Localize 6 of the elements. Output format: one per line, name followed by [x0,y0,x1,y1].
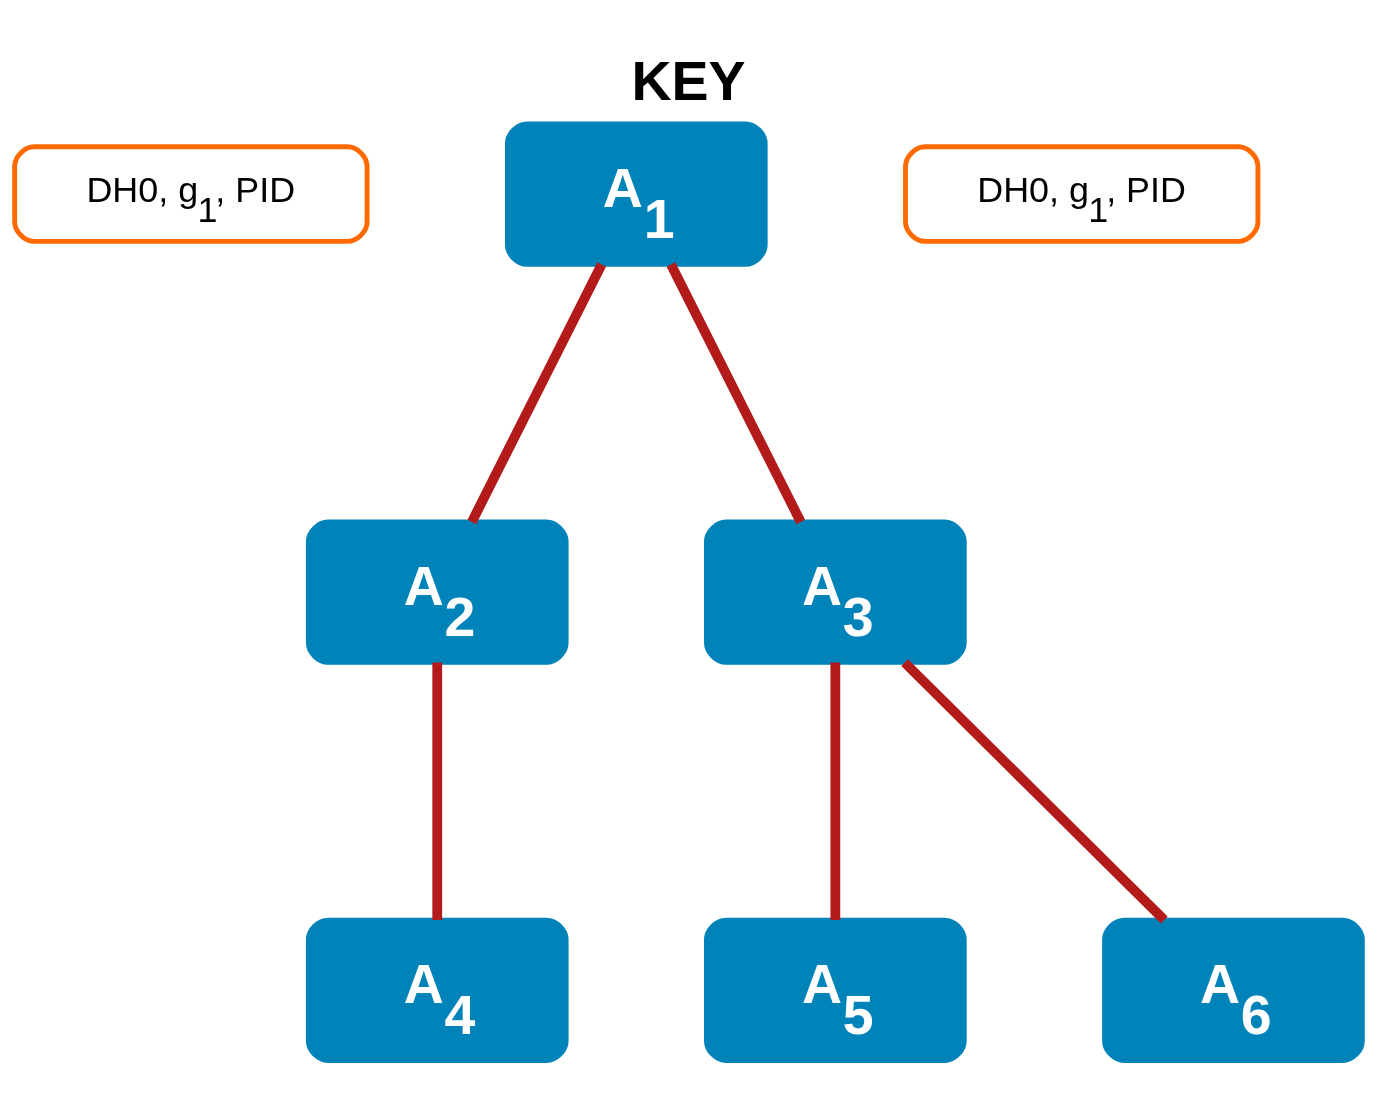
connector [901,658,1168,923]
connector [830,662,841,920]
connector [432,662,443,920]
connector [467,261,606,524]
diagram-title: KEY [631,49,746,112]
connector [666,261,806,524]
